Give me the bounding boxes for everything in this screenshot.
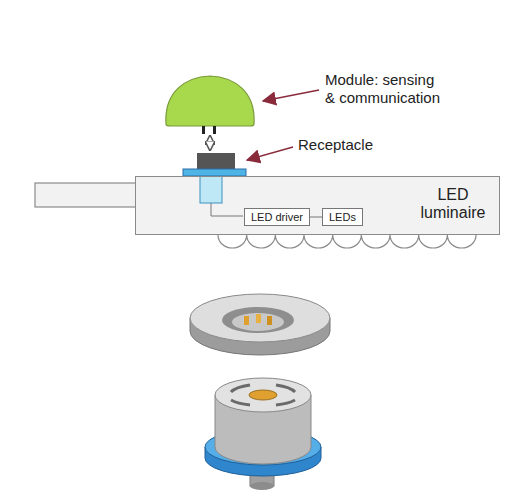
- gold-contact: [267, 316, 272, 325]
- module-pin: [213, 126, 216, 134]
- receptacle-slot: [276, 385, 295, 392]
- mounting-arm: [35, 183, 136, 207]
- leader-arrow: [247, 147, 293, 160]
- module-dome: [166, 76, 254, 126]
- gold-contact: [256, 314, 261, 323]
- luminaire-box: LED luminaireLED driver LEDs: [135, 176, 500, 235]
- module-pin: [202, 126, 205, 134]
- receptacle-bolt-end: [250, 482, 274, 490]
- receptacle-body: [200, 176, 222, 203]
- receptacle-face: [215, 378, 311, 412]
- node-text: LED luminaire: [411, 186, 495, 222]
- callout-label: Module: sensing & communication: [325, 71, 444, 107]
- receptacle-slot: [231, 385, 250, 392]
- center-contact: [249, 390, 277, 400]
- callout-label: Receptacle: [298, 136, 373, 154]
- plug-arrow: [209, 137, 211, 149]
- receptacle-plate: [183, 169, 246, 176]
- receptacle-slot: [231, 400, 250, 405]
- led-lenses: [218, 235, 476, 248]
- luminaire-fill: [135, 176, 500, 235]
- receptacle-top: [197, 153, 235, 170]
- driver-box: LED driver: [244, 208, 310, 226]
- gold-contact: [244, 316, 249, 325]
- led-box: LEDs: [322, 208, 363, 226]
- module-recess: [222, 307, 294, 333]
- wire: [211, 203, 243, 216]
- module-socket: [232, 313, 284, 331]
- node-text: LED driver: [251, 210, 303, 224]
- node-text: LEDs: [329, 210, 356, 224]
- module-face: [190, 294, 330, 342]
- wire-connector: [310, 217, 322, 218]
- receptacle-slot: [276, 400, 295, 405]
- leader-arrow: [263, 90, 319, 101]
